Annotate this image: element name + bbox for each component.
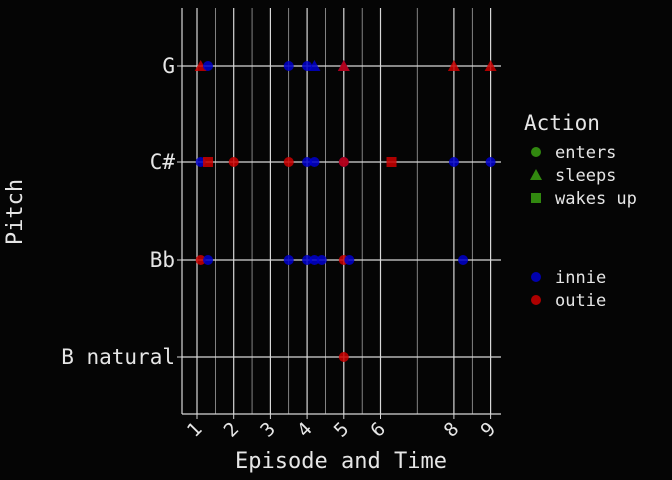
data-point-outie-triangle xyxy=(337,60,350,71)
data-point-innie-circle xyxy=(344,255,355,265)
legend-key-outie xyxy=(531,295,541,305)
y-tick-label: B natural xyxy=(61,345,175,369)
data-point-innie-circle xyxy=(302,157,313,167)
legend: Action enters sleeps wakes up innie outie xyxy=(524,111,637,311)
legend-label-group: outie xyxy=(555,291,606,311)
legend-label-action: sleeps xyxy=(555,166,616,186)
x-tick-label: 9 xyxy=(476,418,500,442)
legend-key-circle xyxy=(531,147,541,157)
y-tick-label: G xyxy=(162,54,175,78)
data-point-outie-triangle xyxy=(447,60,460,71)
legend-key-innie xyxy=(531,272,541,282)
data-point-innie-circle xyxy=(316,255,327,265)
legend-label-group: innie xyxy=(555,268,606,288)
data-point-innie-circle xyxy=(302,255,313,265)
data-point-outie-circle xyxy=(283,157,294,167)
data-point-innie-circle xyxy=(302,61,313,71)
data-point-outie-circle xyxy=(338,352,349,362)
data-point-outie-circle xyxy=(228,157,239,167)
x-tick-label: 5 xyxy=(330,418,354,442)
x-tick-label: 8 xyxy=(440,418,464,442)
data-point-innie-circle xyxy=(203,255,214,265)
data-point-outie-triangle xyxy=(484,60,497,71)
data-point-outie-square xyxy=(386,157,397,167)
data-point-outie-square xyxy=(203,157,214,167)
y-tick-label: Bb xyxy=(150,248,175,272)
x-tick-label: 6 xyxy=(366,418,390,442)
y-tick-label: C# xyxy=(150,150,176,174)
data-point-innie-circle xyxy=(203,61,214,71)
y-axis-title: Pitch xyxy=(3,179,28,245)
data-point-innie-circle xyxy=(458,255,469,265)
x-tick-label: 3 xyxy=(256,418,280,442)
legend-label-action: wakes up xyxy=(555,189,637,209)
data-point-innie-circle xyxy=(283,255,294,265)
legend-key-triangle xyxy=(530,169,542,180)
x-tick-label: 1 xyxy=(183,418,207,442)
data-point-innie-triangle xyxy=(308,60,321,71)
x-tick-label: 4 xyxy=(293,418,317,442)
x-axis-title: Episode and Time xyxy=(235,449,447,474)
legend-key-square xyxy=(531,193,541,203)
legend-title: Action xyxy=(524,111,600,135)
data-point-innie-circle xyxy=(283,61,294,71)
x-tick-label: 2 xyxy=(220,418,244,442)
data-point-innie-circle xyxy=(309,157,320,167)
legend-label-action: enters xyxy=(555,143,616,163)
data-point-innie-circle xyxy=(448,157,459,167)
data-points xyxy=(194,60,497,362)
data-point-outie-circle xyxy=(338,157,349,167)
data-point-innie-circle xyxy=(309,255,320,265)
data-point-innie-circle xyxy=(485,157,496,167)
data-point-outie-circle xyxy=(195,255,206,265)
